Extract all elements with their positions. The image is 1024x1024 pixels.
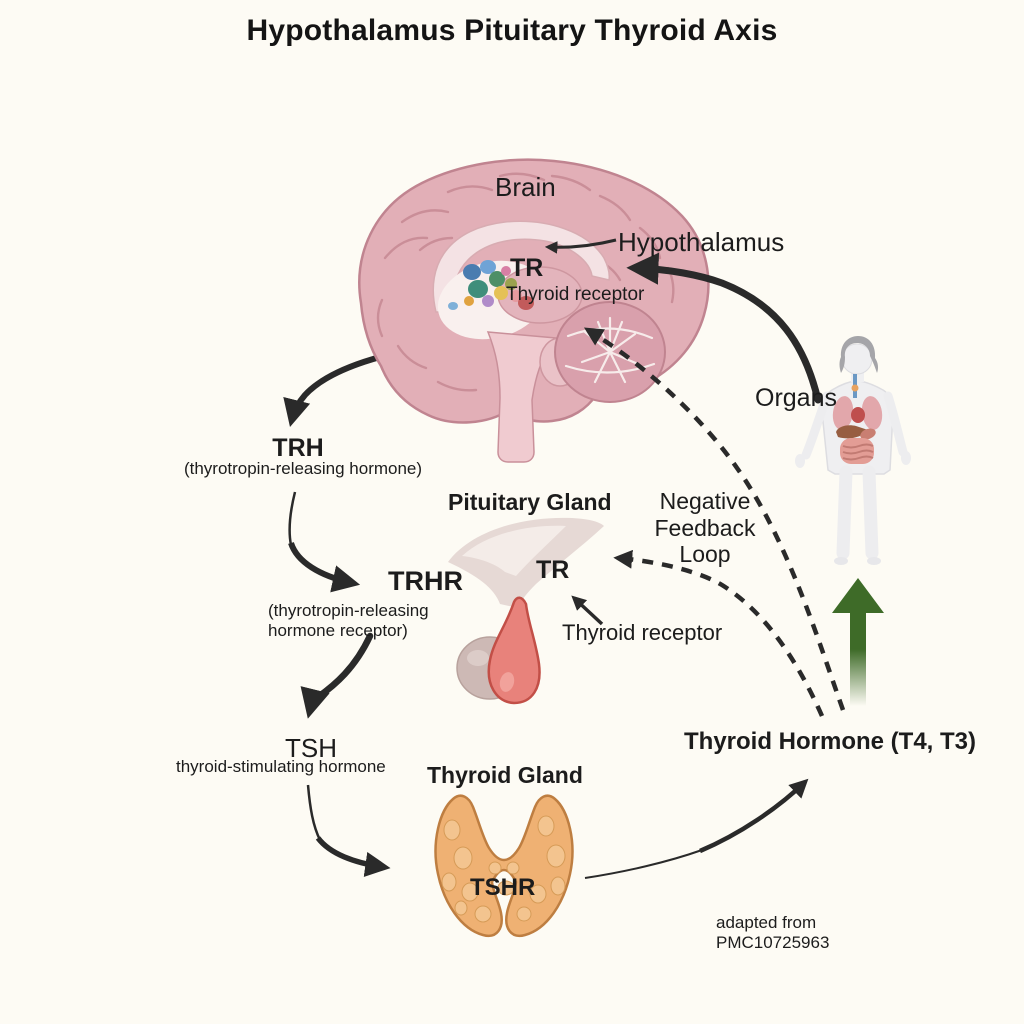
thyroid-hormone-label: Thyroid Hormone (T4, T3): [684, 728, 977, 755]
brain-tr-caption: Thyroid receptor: [506, 284, 645, 305]
person-hair: [839, 336, 879, 373]
internal-organs: [832, 374, 883, 464]
brain-illustration: [358, 158, 710, 463]
hypothalamus-label: Hypothalamus: [618, 227, 785, 257]
pituitary-illustration: [448, 517, 604, 705]
arrow-thyroid-to-hormone: [699, 778, 809, 854]
trh-label: TRH: [272, 434, 324, 462]
hypothalamic-nuclei: [448, 260, 534, 310]
person-illustration: [795, 336, 911, 565]
thyroid-illustration: [434, 794, 574, 938]
negative-feedback-label: Negative Feedback Loop: [654, 488, 756, 568]
arrow-trhr-to-tsh: [300, 632, 374, 719]
attribution: adapted from PMC10725963: [716, 913, 830, 952]
arrow-trh-to-trhr-thin: [288, 491, 297, 546]
arrow-tsh-to-thyroid: [315, 836, 391, 878]
brain-label: Brain: [495, 172, 556, 202]
arrow-feedback-to-hypothalamus: [626, 252, 822, 404]
tsh-label: TSH: [285, 733, 337, 763]
arrow-tsh-to-thyroid-thin: [306, 784, 322, 841]
dashed-feedback-to-pituitary: [613, 549, 825, 717]
arrow-hypothalamus-label: [544, 238, 617, 254]
arrow-receptor-to-pituitary: [571, 595, 604, 626]
tsh-caption: thyroid-stimulating hormone: [176, 757, 386, 776]
thyroid-gland-label: Thyroid Gland: [427, 762, 583, 788]
tshr-label: TSHR: [470, 874, 536, 901]
arrow-trh-to-trhr: [288, 541, 361, 593]
green-up-arrow: [832, 578, 884, 706]
dashed-feedback-to-brain: [583, 327, 846, 711]
trhr-caption: (thyrotropin-releasing hormone receptor): [268, 601, 429, 640]
arrow-thyroid-to-hormone-thin: [584, 849, 703, 879]
pituitary-gland-label: Pituitary Gland: [448, 489, 612, 515]
brainstem: [486, 331, 558, 463]
organs-label: Organs: [755, 384, 837, 412]
pituitary-tr-caption: Thyroid receptor: [562, 620, 723, 645]
trhr-label: TRHR: [388, 566, 463, 596]
brain-tr-label: TR: [510, 254, 544, 282]
trh-caption: (thyrotropin-releasing hormone): [183, 459, 423, 478]
pituitary-anterior-lobe: [487, 596, 541, 705]
diagram-title: Hypothalamus Pituitary Thyroid Axis: [246, 14, 778, 47]
pituitary-tr-label: TR: [536, 556, 570, 584]
cerebellum: [554, 301, 666, 403]
